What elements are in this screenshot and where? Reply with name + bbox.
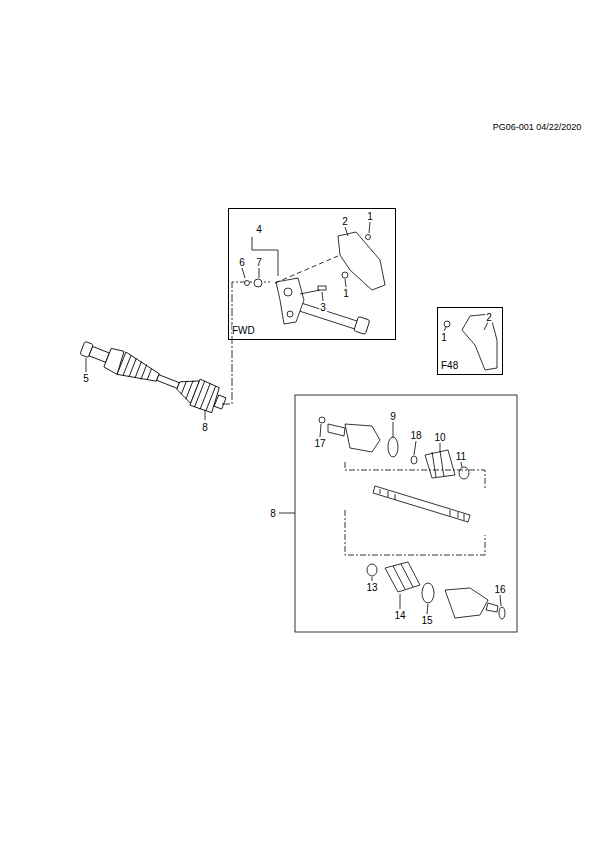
variant-label: F48 <box>441 360 458 371</box>
callout-number: 2 <box>341 216 349 227</box>
callout-number: 8 <box>269 508 277 519</box>
exploded-parts <box>319 417 505 619</box>
callout-number: 13 <box>365 582 378 593</box>
callout-number: 10 <box>433 432 446 443</box>
inset-frame: FWD <box>228 208 396 340</box>
callout-number: 4 <box>255 224 263 235</box>
callout-number: 15 <box>420 615 433 626</box>
callout-number: 1 <box>342 288 350 299</box>
callout-number: 7 <box>255 257 263 268</box>
drawing-reference: PG06-001 04/22/2020 <box>492 122 583 133</box>
callout-number: 2 <box>485 312 493 323</box>
callout-number: 18 <box>409 430 422 441</box>
callout-number: 1 <box>366 211 374 222</box>
callout-number: 14 <box>393 610 406 621</box>
callout-number: 16 <box>493 584 506 595</box>
callout-number: 9 <box>389 411 397 422</box>
callout-number: 6 <box>238 257 246 268</box>
drive-shaft <box>77 335 229 417</box>
callout-number: 17 <box>313 438 326 449</box>
callout-number: 5 <box>82 373 90 384</box>
callout-number: 11 <box>455 451 467 462</box>
callout-number: 8 <box>201 422 209 433</box>
intermediate-shaft <box>245 232 386 334</box>
variant-label: FWD <box>232 325 255 336</box>
callout-number: 1 <box>440 332 448 343</box>
callout-number: 3 <box>319 302 327 313</box>
